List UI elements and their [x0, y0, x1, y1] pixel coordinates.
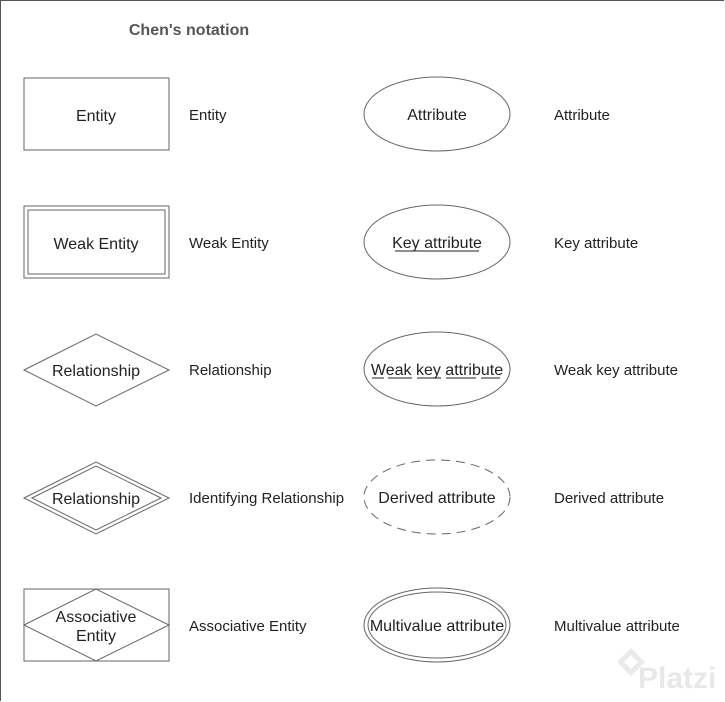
identifying-relationship-legend-row: Relationship Identifying Relationship — [22, 461, 344, 535]
entity-shape — [23, 77, 170, 151]
attribute-description: Attribute — [554, 107, 610, 124]
attribute-shape — [363, 76, 511, 152]
derived-attribute-shape — [363, 459, 511, 535]
key-attribute-shape-label: Key attribute — [392, 235, 482, 252]
platzi-logo-icon — [617, 648, 645, 676]
associative-entity-label-line1: Associative — [56, 609, 137, 626]
multivalue-attribute-legend-row: Multivalue attribute Multivalue attribut… — [363, 587, 680, 663]
attribute-legend-row: Attribute Attribute — [363, 76, 610, 152]
weak-entity-legend-row: Weak Entity Weak Entity — [23, 205, 269, 279]
weak-key-attribute-description: Weak key attribute — [554, 362, 678, 379]
multivalue-attribute-inner-shape — [367, 591, 507, 659]
watermark-text: Platzi — [638, 662, 716, 695]
weak-entity-shape-label: Weak Entity — [53, 236, 138, 253]
derived-attribute-description: Derived attribute — [554, 490, 664, 507]
identifying-relationship-description: Identifying Relationship — [189, 490, 344, 507]
associative-entity-legend-row: Associative Entity Associative Entity — [22, 588, 307, 662]
weak-entity-description: Weak Entity — [189, 235, 269, 252]
associative-entity-diamond — [22, 588, 171, 662]
weak-entity-outer-shape — [23, 205, 170, 279]
diagram-title: Chen's notation — [129, 22, 249, 39]
relationship-legend-row: Relationship Relationship — [22, 333, 272, 407]
multivalue-attribute-shape-label: Multivalue attribute — [370, 618, 504, 635]
derived-attribute-legend-row: Derived attribute Derived attribute — [363, 459, 664, 535]
entity-description: Entity — [189, 107, 227, 124]
identifying-relationship-inner-shape — [30, 465, 163, 531]
relationship-description: Relationship — [189, 362, 272, 379]
key-attribute-legend-row: Key attribute Key attribute — [363, 204, 638, 280]
associative-entity-label-line2: Entity — [76, 628, 116, 645]
entity-legend-row: Entity Entity — [23, 77, 227, 151]
multivalue-attribute-outer-shape — [363, 587, 511, 663]
relationship-shape — [22, 333, 171, 407]
relationship-shape-label: Relationship — [52, 363, 140, 380]
weak-key-attribute-legend-row: Weak key attribute Weak key attribute — [363, 331, 678, 407]
entity-shape-label: Entity — [76, 108, 116, 125]
weak-key-attribute-shape — [363, 331, 511, 407]
weak-entity-inner-shape — [27, 209, 166, 275]
key-attribute-description: Key attribute — [554, 235, 638, 252]
multivalue-attribute-description: Multivalue attribute — [554, 618, 680, 635]
weak-key-attribute-shape-label: Weak key attribute — [371, 362, 503, 379]
attribute-shape-label: Attribute — [407, 107, 467, 124]
associative-entity-description: Associative Entity — [189, 618, 307, 635]
identifying-relationship-shape-label: Relationship — [52, 491, 140, 508]
derived-attribute-shape-label: Derived attribute — [378, 490, 495, 507]
identifying-relationship-outer-shape — [22, 461, 171, 535]
platzi-watermark: Platzi — [617, 648, 716, 695]
key-attribute-shape — [363, 204, 511, 280]
